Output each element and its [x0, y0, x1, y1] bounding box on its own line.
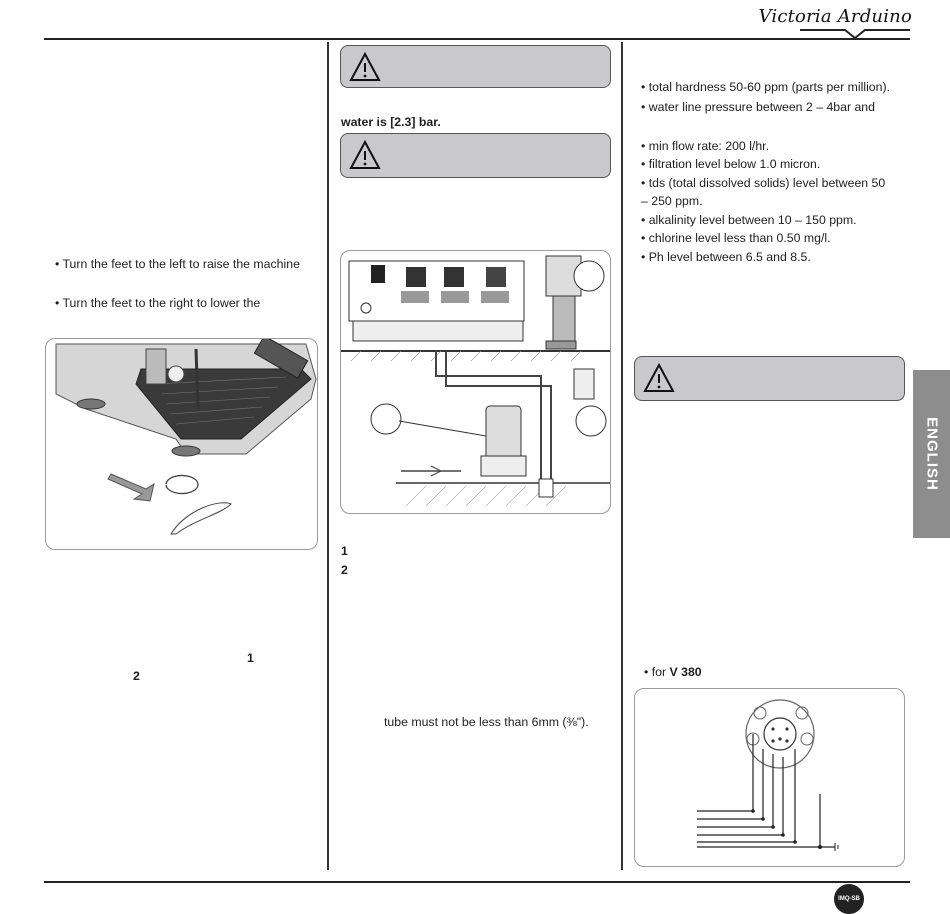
- certification-logo-text: IMQ-SB: [838, 896, 860, 902]
- spec-item: • filtration level below 1.0 micron.: [641, 157, 821, 171]
- column-divider-right: [621, 42, 623, 870]
- warning-box-1: [340, 45, 611, 88]
- terminal-wiring-diagram: [697, 699, 839, 851]
- spec-item: • min flow rate: 200 l/hr.: [641, 139, 770, 153]
- middle-number-1: 1: [341, 544, 348, 558]
- spec-item: – 250 ppm.: [641, 194, 703, 208]
- spec-item: • alkalinity level between 10 – 150 ppm.: [641, 213, 857, 227]
- certification-logo: IMQ-SB: [834, 884, 864, 914]
- middle-number-2: 2: [341, 563, 348, 577]
- pressure-text: water is [2.3] bar.: [341, 115, 441, 129]
- figure-feet-adjust: [45, 338, 318, 550]
- header-rule: [44, 38, 910, 40]
- spec-item: • water line pressure between 2 – 4bar a…: [641, 100, 875, 114]
- tube-text: tube must not be less than 6mm (⅜").: [384, 715, 589, 729]
- bullet-raise: • Turn the feet to the left to raise the…: [55, 257, 300, 271]
- language-tab-label: ENGLISH: [923, 417, 940, 491]
- spec-item: • Ph level between 6.5 and 8.5.: [641, 250, 811, 264]
- column-divider-left: [327, 42, 329, 870]
- language-tab: ENGLISH: [913, 370, 950, 538]
- warning-box-3: [634, 356, 905, 401]
- water-connection-diagram: [341, 255, 610, 507]
- warning-icon: [643, 363, 675, 392]
- for-model: V 380: [669, 665, 702, 679]
- footer-rule: [44, 881, 910, 883]
- brand-logo: Victoria Arduino: [758, 6, 912, 27]
- warning-icon: [349, 52, 381, 81]
- figure-water-connection: [340, 250, 611, 514]
- spec-item: • chlorine level less than 0.50 mg/l.: [641, 231, 831, 245]
- warning-icon: [349, 140, 381, 169]
- machine-feet-illustration: [55, 339, 317, 535]
- left-number-2: 2: [133, 669, 140, 683]
- for-prefix: • for: [644, 665, 667, 679]
- left-number-1: 1: [247, 651, 254, 665]
- spec-item: • tds (total dissolved solids) level bet…: [641, 176, 886, 190]
- warning-box-2: [340, 133, 611, 178]
- for-model-line: • for V 380: [644, 663, 702, 681]
- bullet-lower: • Turn the feet to the right to lower th…: [55, 296, 261, 310]
- spec-item: • total hardness 50-60 ppm (parts per mi…: [641, 80, 890, 94]
- figure-wiring: [634, 688, 905, 867]
